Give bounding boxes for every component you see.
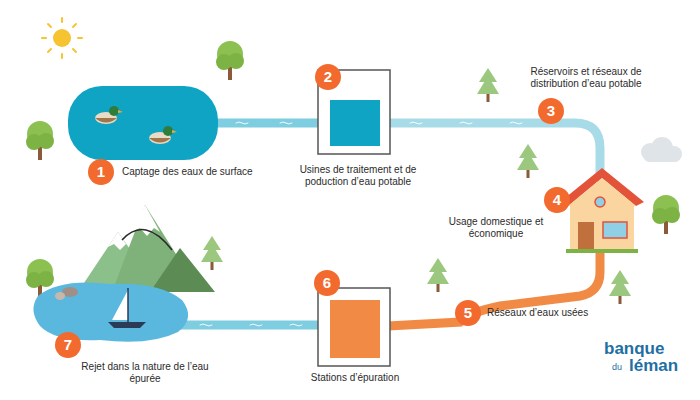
- lake: [33, 283, 188, 342]
- step-caption: Réseaux d’eaux usées: [487, 307, 617, 319]
- logo-text: du: [612, 363, 622, 372]
- lake: [68, 86, 218, 160]
- house: [560, 168, 644, 253]
- step-caption: Rejet dans la nature de l’eau épurée: [70, 361, 220, 385]
- callout-circle: 2Usines de traitement et de poduction d’…: [315, 64, 341, 90]
- boat: [108, 288, 146, 328]
- callout-circle: 1Captage des eaux de surface: [88, 159, 114, 185]
- logo-text: léman: [629, 357, 678, 374]
- step-caption: Réservoirs et réseaux de distribution d’…: [520, 66, 652, 90]
- callout-number: 6: [314, 270, 340, 296]
- callout-circle: 7Rejet dans la nature de l’eau épurée: [55, 332, 81, 358]
- callout-circle: 5Réseaux d’eaux usées: [455, 300, 481, 326]
- logo-text: banque: [604, 340, 664, 357]
- callout-number: 4: [544, 187, 570, 213]
- step-caption: Captage des eaux de surface: [122, 166, 282, 178]
- callout-number: 7: [55, 332, 81, 358]
- mountains: [78, 205, 215, 292]
- step-caption: Stations d’épuration: [290, 372, 420, 384]
- trees: [26, 41, 680, 304]
- sun: [42, 18, 82, 58]
- callout-circle: 6Stations d’épuration: [314, 270, 340, 296]
- callout-number: 5: [455, 300, 481, 326]
- cloud: [641, 137, 682, 162]
- callout-number: 1: [88, 159, 114, 185]
- callout-circle: 3Réservoirs et réseaux de distribution d…: [538, 98, 564, 124]
- callout-number: 2: [315, 64, 341, 90]
- station-tank: [330, 300, 380, 358]
- callout-circle: 4Usage domestique et économique: [544, 187, 570, 213]
- callout-number: 3: [538, 98, 564, 124]
- treatment-station: [318, 288, 390, 366]
- step-caption: Usage domestique et économique: [440, 216, 552, 240]
- step-caption: Usines de traitement et de poduction d’e…: [292, 164, 424, 188]
- treatment-tank: [330, 100, 380, 146]
